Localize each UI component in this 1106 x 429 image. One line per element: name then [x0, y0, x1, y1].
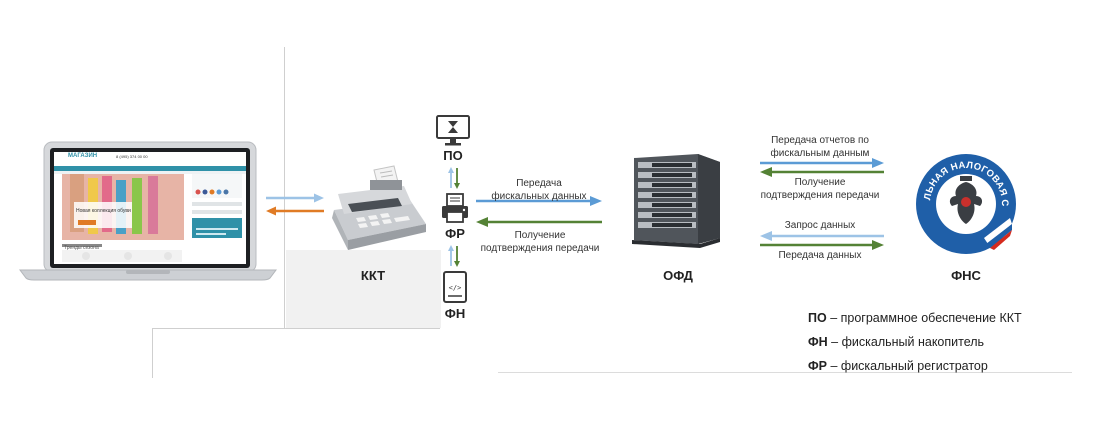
frame-line-step: [152, 328, 440, 329]
laptop-banner-text: Новая коллекция обуви: [76, 208, 131, 214]
fr-label: ФР: [445, 226, 465, 241]
laptop-illustration: [19, 141, 277, 281]
po-fr-arrows: [448, 167, 460, 189]
ofd-fr-label: Получение подтверждения передачи: [480, 230, 600, 254]
legend-item: ФН – фискальный накопитель: [808, 335, 984, 349]
legend-text: – фискальный накопитель: [827, 335, 985, 349]
fr-printer-icon: [442, 193, 468, 223]
ofd-label: ОФД: [663, 268, 693, 283]
legend-text: – фискальный регистратор: [827, 359, 988, 373]
fn-label: ФН: [444, 306, 466, 321]
fr-fn-arrows: [448, 245, 460, 267]
frame-line-vertical-left: [284, 47, 285, 329]
ofd-fns-data-label: Передача данных: [778, 250, 862, 261]
po-monitor-icon: [436, 115, 470, 146]
laptop-section-text: Тренды сезона: [64, 245, 99, 251]
fns-emblem-icon: ФЕДЕРАЛЬНАЯ НАЛОГОВАЯ СЛУЖБА: [914, 152, 1016, 254]
frame-line-vertical-step: [152, 328, 153, 378]
laptop-kkt-arrows: [266, 193, 324, 216]
fns-label: ФНС: [951, 268, 981, 283]
svg-text:</>: </>: [449, 284, 462, 292]
fn-storage-icon: </>: [443, 271, 467, 303]
fns-ofd-request-label: Запрос данных: [784, 220, 856, 231]
fr-ofd-label: Передача фискальных данных: [491, 178, 587, 202]
ofd-server-icon: [632, 154, 720, 248]
ofd-fns-arrows: [760, 158, 884, 250]
kkt-label: ККТ: [360, 268, 386, 283]
fr-ofd-arrows: [476, 196, 602, 227]
legend-abbr: ПО: [808, 311, 827, 325]
fns-ofd-confirm-label: Получение подтверждения передачи: [760, 177, 880, 201]
laptop-logo-text: МАГАЗИН: [68, 153, 98, 159]
legend-abbr: ФН: [808, 335, 828, 349]
legend-abbr: ФР: [808, 359, 828, 373]
po-label: ПО: [443, 148, 463, 163]
ofd-fns-reports-label: Передача отчетов по фискальным данным: [770, 135, 870, 159]
laptop-phone-text: 8 (495) 374 00 00: [116, 154, 148, 159]
kkt-backdrop: [286, 250, 441, 328]
legend-item: ФР – фискальный регистратор: [808, 359, 988, 373]
legend-item: ПО – программное обеспечение ККТ: [808, 311, 1022, 325]
frame-line-bottom: [498, 372, 1072, 373]
legend-text: – программное обеспечение ККТ: [826, 311, 1022, 325]
kkt-register-icon: [332, 165, 426, 250]
